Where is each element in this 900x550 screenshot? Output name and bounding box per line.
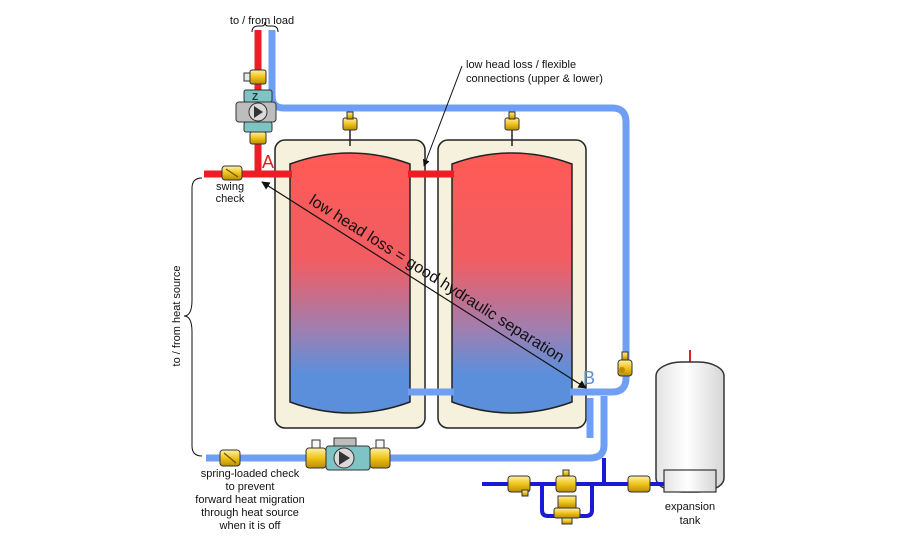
- check-valve-icon: [555, 469, 577, 493]
- hydraulic-separation-arrow: [261, 181, 587, 389]
- buffer-tank-left: [274, 139, 426, 429]
- load-label: to / from load: [230, 15, 294, 27]
- isolation-valve-icon: [249, 69, 267, 85]
- expansion-tank-label-1: expansion: [665, 501, 715, 513]
- load-brace: [251, 21, 279, 33]
- pump-icon: [235, 101, 277, 123]
- swing-check-label-1: swing: [216, 181, 244, 193]
- spring-check-label-5: when it is off: [219, 520, 282, 532]
- flex-leader-line: [422, 65, 463, 167]
- load-circulator-group: Z: [235, 69, 277, 145]
- check-valve-icon: [219, 449, 241, 467]
- point-b-label: B: [583, 368, 595, 388]
- tank-right-shell: [451, 152, 573, 414]
- air-vent-icon: [504, 111, 520, 146]
- tank-left-shell: [289, 152, 411, 414]
- check-valve-icon: [507, 475, 531, 497]
- heat-source-label: to / from heat source: [171, 266, 183, 367]
- swing-check-label-2: check: [216, 193, 245, 205]
- svg-text:Z: Z: [252, 92, 258, 103]
- flex-connections-label-1: low head loss / flexible: [466, 59, 576, 71]
- check-valve-icon: [627, 475, 651, 493]
- heat-source-brace: [183, 177, 203, 457]
- pressure-reducing-valve-icon: [553, 495, 581, 525]
- check-valve-icon: [221, 165, 243, 181]
- point-a-label: A: [262, 152, 274, 172]
- air-vent-icon: [617, 351, 633, 377]
- isolation-valve-icon: [305, 447, 327, 469]
- air-vent-icon: [342, 111, 358, 146]
- spring-check-label-1: spring-loaded check: [201, 468, 300, 480]
- expansion-tank-icon: [655, 350, 725, 493]
- heat-source-circulator-group: [305, 437, 391, 471]
- expansion-tank-label-2: tank: [680, 515, 701, 527]
- flex-connections-label-2: connections (upper & lower): [466, 73, 603, 85]
- spring-check-label-4: through heat source: [201, 507, 299, 519]
- spring-check-label-3: forward heat migration: [195, 494, 304, 506]
- pump-icon: [325, 437, 371, 471]
- isolation-valve-icon: [249, 131, 267, 145]
- isolation-valve-icon: [369, 447, 391, 469]
- spring-check-label-2: to prevent: [226, 481, 275, 493]
